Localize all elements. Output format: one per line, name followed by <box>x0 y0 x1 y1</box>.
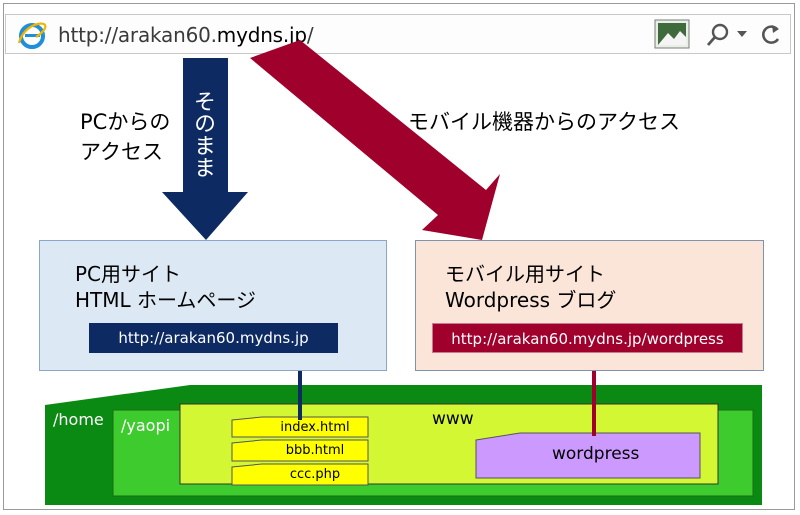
file-shape-bbb <box>231 439 369 462</box>
as-is-label: そのまま <box>190 90 215 178</box>
redirect-arrow <box>250 40 500 240</box>
url-text[interactable]: http://arakan60.mydns.jp/ <box>58 23 314 47</box>
pc-access-label-line1: PCからの <box>80 110 171 134</box>
mobile-site-title-line2: Wordpress ブログ <box>445 288 617 312</box>
file-index[interactable]: index.html <box>280 420 350 435</box>
file-bbb[interactable]: bbb.html <box>285 443 345 458</box>
dropdown-icon[interactable] <box>737 30 747 38</box>
www-folder-label: www <box>432 409 474 429</box>
refresh-icon[interactable] <box>757 22 783 48</box>
pc-site-url[interactable]: http://arakan60.mydns.jp <box>89 323 338 353</box>
wordpress-folder <box>475 432 701 479</box>
diagram-frame <box>3 3 795 510</box>
mobile-site-title-line1: モバイル用サイト <box>445 262 605 286</box>
yaopi-folder-label: /yaopi <box>121 416 171 435</box>
wordpress-folder-label[interactable]: wordpress <box>552 444 640 464</box>
file-shape-ccc <box>231 463 369 486</box>
url-base: http://arakan60. <box>58 23 217 47</box>
file-shape-index <box>231 416 369 438</box>
pc-site-title-line1: PC用サイト <box>75 262 182 286</box>
pc-access-label-line2: アクセス <box>80 140 163 164</box>
picture-icon[interactable] <box>654 19 690 49</box>
url-tail: / <box>306 23 314 47</box>
file-ccc[interactable]: ccc.php <box>289 467 341 482</box>
as-is-arrow <box>162 58 248 240</box>
mobile-site-url[interactable]: http://arakan60.mydns.jp/wordpress <box>432 323 743 353</box>
search-icon[interactable] <box>706 23 730 47</box>
ie-icon <box>17 22 47 49</box>
pc-site-title-line2: HTML ホームページ <box>75 288 257 312</box>
mobile-access-label: モバイル機器からのアクセス <box>408 110 680 134</box>
address-bar[interactable]: http://arakan60.mydns.jp/ <box>5 14 791 54</box>
home-folder-label: /home <box>53 410 104 429</box>
